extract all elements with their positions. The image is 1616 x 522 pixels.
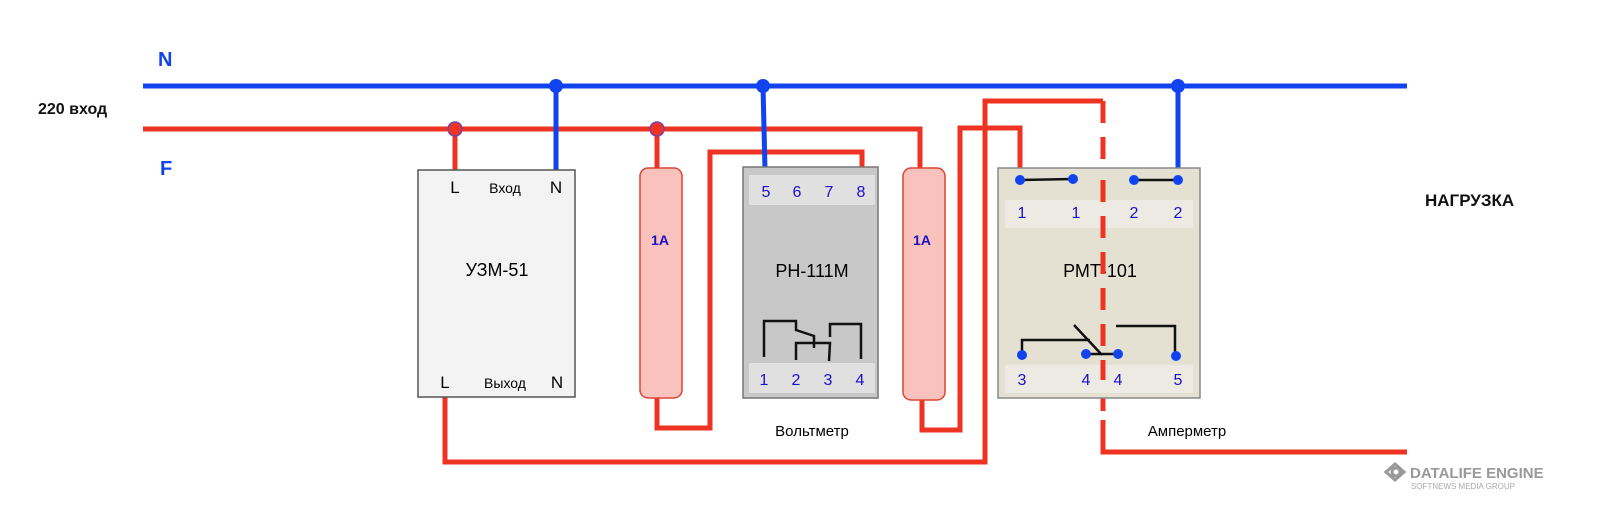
terminal-label: 3 <box>824 372 833 389</box>
terminal-label: 5 <box>1174 372 1183 389</box>
uzm-bottom-right: N <box>551 373 563 392</box>
terminal-label: 6 <box>793 184 802 201</box>
watermark-subtitle: SOFTNEWS MEDIA GROUP <box>1411 482 1515 491</box>
terminal-label: 2 <box>1174 205 1183 222</box>
uzm-bottom-left: L <box>440 373 449 392</box>
load-label: НАГРУЗКА <box>1425 191 1514 210</box>
voltmeter-device: 5 6 7 8 РН-111М 1 2 3 4 <box>742 166 879 399</box>
terminal-label: 2 <box>792 372 801 389</box>
terminal-label: 3 <box>1018 372 1027 389</box>
datalife-logo-icon <box>1383 461 1407 483</box>
neutral-wires <box>143 83 1407 171</box>
terminal-label: 4 <box>856 372 865 389</box>
uzm-51-device: L Вход N УЗМ-51 L Выход N <box>417 169 576 398</box>
ammeter-name: РМТ-101 <box>1063 261 1137 281</box>
uzm-top-left: L <box>450 178 459 197</box>
junction-dot <box>649 121 665 137</box>
uzm-bottom-mid: Выход <box>484 375 526 391</box>
phase-label: F <box>160 158 172 180</box>
relay-contacts-symbol <box>762 319 863 362</box>
ammeter-device: 1 1 2 2 РМТ-101 3 4 4 5 <box>997 167 1201 399</box>
junction-dot <box>447 121 463 137</box>
terminal-label: 8 <box>857 184 866 201</box>
voltmeter-caption: Вольтметр <box>775 423 849 440</box>
input-label: 220 вход <box>38 101 107 118</box>
uzm-top-mid: Вход <box>489 180 521 196</box>
ammeter-caption: Амперметр <box>1148 423 1227 440</box>
watermark: DATALIFE ENGINE SOFTNEWS MEDIA GROUP <box>1383 461 1544 491</box>
uzm-top-right: N <box>550 178 562 197</box>
uzm-name: УЗМ-51 <box>466 260 529 280</box>
fuse-1: 1A <box>639 167 683 399</box>
fuse-2: 1A <box>902 167 946 401</box>
terminal-label: 4 <box>1082 372 1091 389</box>
fuse-rating: 1A <box>913 232 931 248</box>
watermark-title: DATALIFE ENGINE <box>1410 465 1544 482</box>
terminal-label: 1 <box>1018 205 1027 222</box>
junction-dot <box>1171 79 1185 93</box>
fuse-rating: 1A <box>651 232 669 248</box>
voltmeter-name: РН-111М <box>775 261 848 281</box>
terminal-label: 1 <box>1072 205 1081 222</box>
junction-dot <box>549 79 563 93</box>
terminal-label: 2 <box>1130 205 1139 222</box>
junction-dot <box>756 79 770 93</box>
terminal-label: 1 <box>760 372 769 389</box>
terminal-label: 7 <box>825 184 834 201</box>
neutral-label: N <box>158 49 172 71</box>
phase-wires <box>143 98 1407 465</box>
terminal-label: 4 <box>1114 372 1123 389</box>
terminal-label: 5 <box>762 184 771 201</box>
